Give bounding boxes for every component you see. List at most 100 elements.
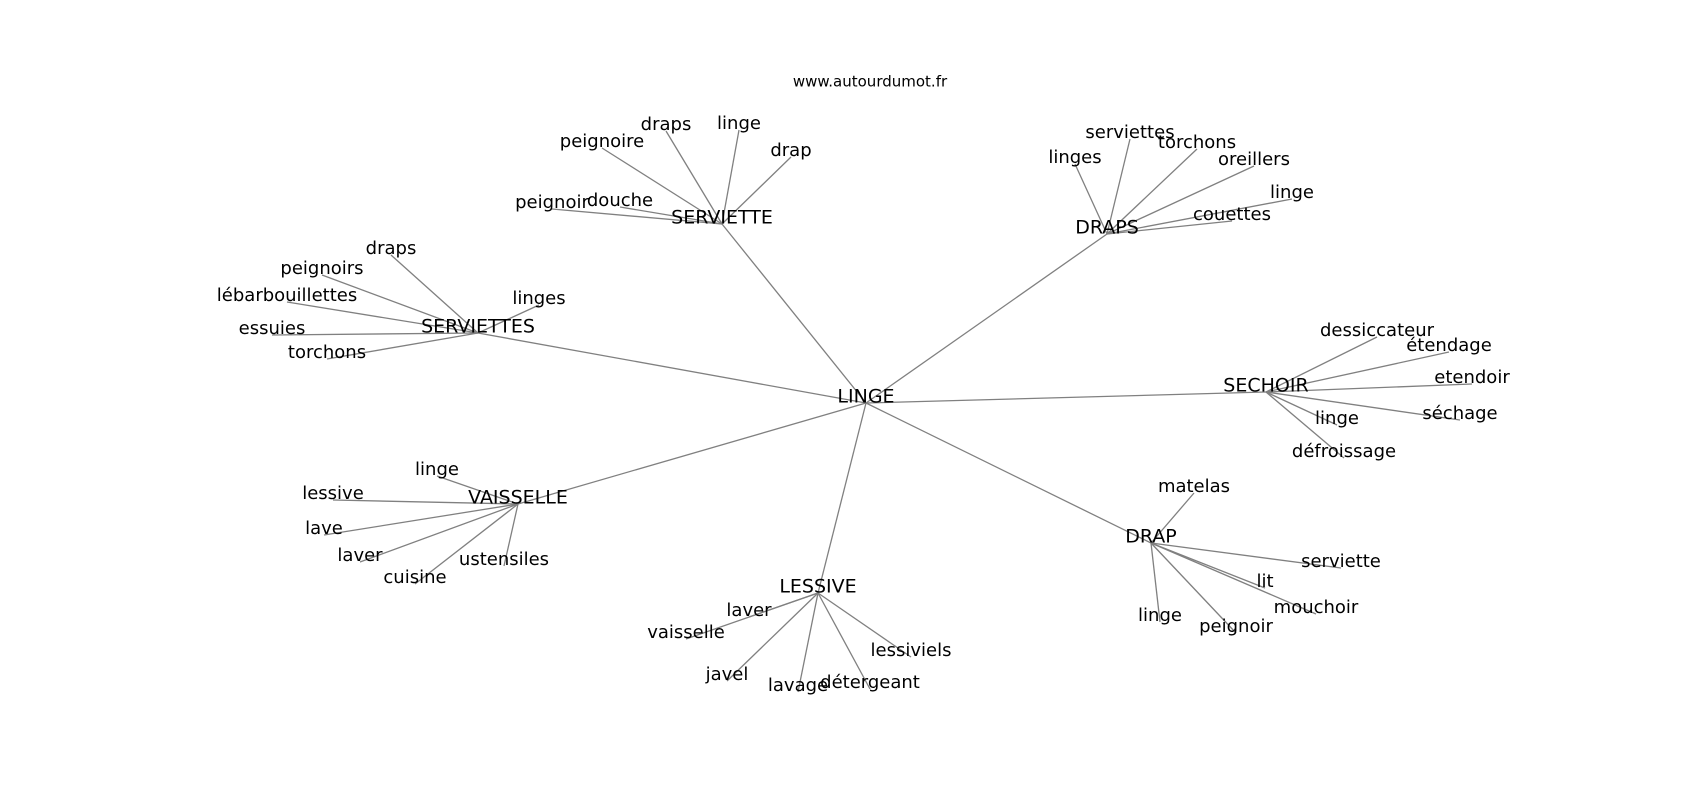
- edge-lessive-2: [726, 592, 819, 682]
- leaf-node-label: linge: [717, 113, 761, 134]
- leaf-node-label: peignoire: [560, 131, 644, 152]
- hub-node-label: DRAP: [1125, 526, 1177, 548]
- edge-center-drap: [865, 402, 1152, 544]
- edge-serviettes-2: [286, 301, 479, 334]
- edge-sechoir-2: [1265, 383, 1473, 393]
- leaf-node-label: défroissage: [1292, 441, 1396, 462]
- edge-sechoir-5: [1265, 391, 1345, 459]
- leaf-node-label: peignoir: [1199, 616, 1273, 637]
- edge-sechoir-3: [1265, 391, 1461, 421]
- leaf-node-label: laver: [337, 545, 383, 566]
- edge-draps-4: [1106, 198, 1293, 235]
- leaf-node-label: linge: [415, 459, 459, 480]
- edge-serviette-0: [601, 147, 723, 225]
- edge-center-serviettes: [477, 332, 867, 404]
- edge-serviettes-5: [477, 304, 540, 334]
- leaf-node-label: vaisselle: [647, 622, 725, 643]
- edge-serviette-3: [721, 156, 792, 225]
- leaf-node-label: étendage: [1406, 335, 1492, 356]
- leaf-node-label: torchons: [1158, 132, 1236, 153]
- leaf-node-label: lessiviels: [871, 640, 952, 661]
- leaf-node-label: couettes: [1193, 204, 1271, 225]
- leaf-node-label: torchons: [288, 342, 366, 363]
- edges-layer: [271, 129, 1473, 693]
- leaf-node-label: javel: [705, 664, 749, 685]
- edge-lessive-1: [685, 592, 819, 640]
- edge-drap-1: [1150, 542, 1342, 569]
- edge-vaisselle-2: [323, 503, 519, 536]
- leaf-node-label: mouchoir: [1274, 597, 1359, 618]
- edge-vaisselle-3: [359, 503, 519, 563]
- leaf-node-label: séchage: [1422, 403, 1497, 424]
- edge-serviettes-1: [321, 274, 479, 334]
- hub-node-label: LESSIVE: [779, 576, 856, 598]
- edge-serviette-5: [619, 206, 723, 225]
- edge-vaisselle-5: [503, 503, 519, 567]
- edge-sechoir-0: [1265, 336, 1378, 393]
- leaf-node-label: linge: [1315, 408, 1359, 429]
- edge-serviettes-4: [326, 332, 479, 360]
- edge-drap-3: [1150, 542, 1317, 615]
- edge-serviette-2: [721, 129, 740, 225]
- edge-center-sechoir: [865, 391, 1267, 404]
- leaf-node-label: douche: [587, 190, 653, 211]
- leaf-node-label: linges: [1048, 147, 1101, 168]
- leaf-node-label: serviette: [1301, 551, 1381, 572]
- leaf-node-label: draps: [366, 238, 417, 259]
- edge-vaisselle-4: [414, 503, 519, 585]
- leaf-node-label: etendoir: [1434, 367, 1510, 388]
- leaf-node-label: peignoir: [515, 192, 589, 213]
- edge-lessive-4: [817, 592, 871, 690]
- edge-center-serviette: [721, 223, 867, 404]
- edge-serviettes-3: [271, 332, 479, 336]
- hub-node-label: DRAPS: [1075, 217, 1139, 239]
- leaf-node-label: linges: [512, 288, 565, 309]
- leaf-node-label: ustensiles: [459, 549, 549, 570]
- leaf-node-label: lessive: [302, 483, 364, 504]
- edge-sechoir-4: [1265, 391, 1338, 426]
- leaf-node-label: serviettes: [1085, 122, 1174, 143]
- leaf-node-label: dessiccateur: [1320, 320, 1435, 341]
- leaf-node-label: linge: [1270, 182, 1314, 203]
- edge-vaisselle-1: [332, 499, 519, 505]
- edge-vaisselle-0: [436, 475, 519, 505]
- edge-drap-4: [1150, 542, 1161, 623]
- leaf-node-label: peignoirs: [280, 258, 363, 279]
- leaf-node-label: linge: [1138, 605, 1182, 626]
- leaf-node-label: détergeant: [820, 672, 920, 693]
- leaf-node-label: oreillers: [1218, 149, 1290, 170]
- hub-node-label: SECHOIR: [1223, 375, 1308, 397]
- edge-drap-5: [1150, 542, 1237, 634]
- edge-lessive-5: [817, 592, 912, 658]
- edge-center-draps: [865, 233, 1108, 404]
- edge-center-lessive: [817, 402, 867, 594]
- edge-serviette-4: [551, 208, 723, 225]
- hub-node-label: SERVIETTE: [671, 207, 773, 229]
- site-watermark: www.autourdumot.fr: [793, 73, 948, 91]
- leaf-node-label: lavage: [768, 675, 828, 696]
- edge-sechoir-1: [1265, 351, 1450, 393]
- edge-draps-1: [1106, 138, 1131, 235]
- leaf-node-label: matelas: [1158, 476, 1230, 497]
- edge-serviettes-0: [390, 254, 479, 334]
- leaf-node-label: lit: [1256, 571, 1273, 592]
- edge-drap-0: [1150, 492, 1195, 544]
- leaf-node-label: draps: [641, 114, 692, 135]
- edge-draps-2: [1106, 148, 1198, 235]
- edge-draps-3: [1106, 165, 1255, 235]
- hub-node-label: SERVIETTES: [421, 316, 535, 338]
- leaf-node-label: lébarbouillettes: [217, 285, 357, 306]
- hub-node-label: VAISSELLE: [468, 487, 568, 509]
- edge-draps-5: [1106, 220, 1233, 235]
- leaf-node-label: cuisine: [383, 567, 446, 588]
- leaf-node-label: laver: [726, 600, 772, 621]
- leaf-node-label: drap: [770, 140, 811, 161]
- edge-serviette-1: [665, 130, 723, 225]
- center-node-label: LINGE: [837, 386, 894, 408]
- leaf-node-label: essuies: [239, 318, 306, 339]
- edge-draps-0: [1074, 163, 1108, 235]
- leaf-node-label: lave: [305, 518, 343, 539]
- edge-lessive-3: [797, 592, 819, 693]
